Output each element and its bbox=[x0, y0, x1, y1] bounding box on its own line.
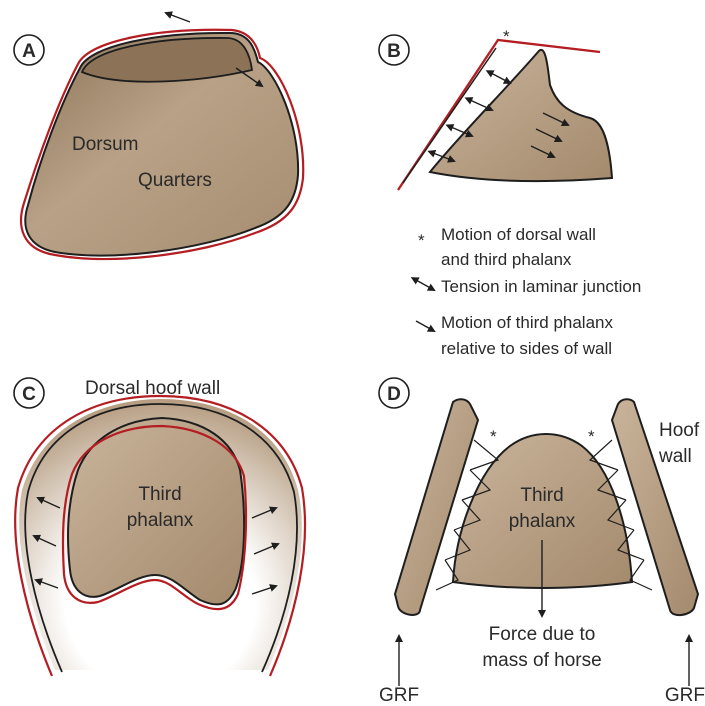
panel-c-letter: C bbox=[22, 384, 36, 405]
panel-b-letter: B bbox=[387, 41, 401, 62]
panel-a: A Dorsum Quarters bbox=[14, 13, 303, 259]
panel-b-badge: B bbox=[379, 35, 409, 65]
grf-label-left: GRF bbox=[379, 685, 419, 706]
legend-item3-line2: relative to sides of wall bbox=[441, 339, 612, 358]
panel-c-badge: C bbox=[14, 378, 44, 408]
legend-item2: Tension in laminar junction bbox=[441, 277, 641, 296]
motion-arrow-up bbox=[166, 13, 190, 22]
quarters-label: Quarters bbox=[138, 170, 212, 191]
asterisk-b: * bbox=[503, 27, 510, 46]
panel-a-badge: A bbox=[14, 35, 44, 65]
hoof-capsule bbox=[25, 33, 298, 256]
grf-label-right: GRF bbox=[665, 685, 705, 706]
third-phalanx-d-label-line1: Third bbox=[520, 485, 563, 506]
panel-d-letter: D bbox=[387, 384, 401, 405]
third-phalanx-c-label-line2: phalanx bbox=[127, 510, 194, 531]
legend: * Motion of dorsal wall and third phalan… bbox=[416, 225, 641, 358]
legend-asterisk-symbol: * bbox=[418, 231, 425, 250]
legend-single-arrow-icon bbox=[416, 321, 434, 331]
panel-d-badge: D bbox=[379, 378, 409, 408]
force-label-line2: mass of horse bbox=[482, 650, 601, 671]
panel-b: B * bbox=[379, 27, 612, 190]
legend-item1-line2: and third phalanx bbox=[441, 250, 572, 269]
panel-d: D * * Third phalanx Hoof wall Force due … bbox=[379, 378, 705, 706]
third-phalanx-c-label-line1: Third bbox=[138, 484, 181, 505]
panel-a-letter: A bbox=[22, 41, 36, 62]
hoof-wall-d-label-line1: Hoof bbox=[659, 420, 700, 441]
force-label-line1: Force due to bbox=[489, 624, 596, 645]
third-phalanx-b bbox=[430, 50, 612, 181]
asterisk-d-right: * bbox=[588, 427, 595, 446]
third-phalanx-d-label-line2: phalanx bbox=[509, 511, 576, 532]
asterisk-d-left: * bbox=[490, 427, 497, 446]
legend-item3-line1: Motion of third phalanx bbox=[441, 313, 613, 332]
dorsum-label: Dorsum bbox=[72, 134, 139, 155]
legend-item1-line1: Motion of dorsal wall bbox=[441, 225, 596, 244]
hoof-wall-d-label-line2: wall bbox=[658, 446, 692, 467]
legend-double-arrow-icon bbox=[416, 280, 434, 290]
panel-c: C Dorsal hoof wall Third phalanx bbox=[14, 378, 305, 676]
